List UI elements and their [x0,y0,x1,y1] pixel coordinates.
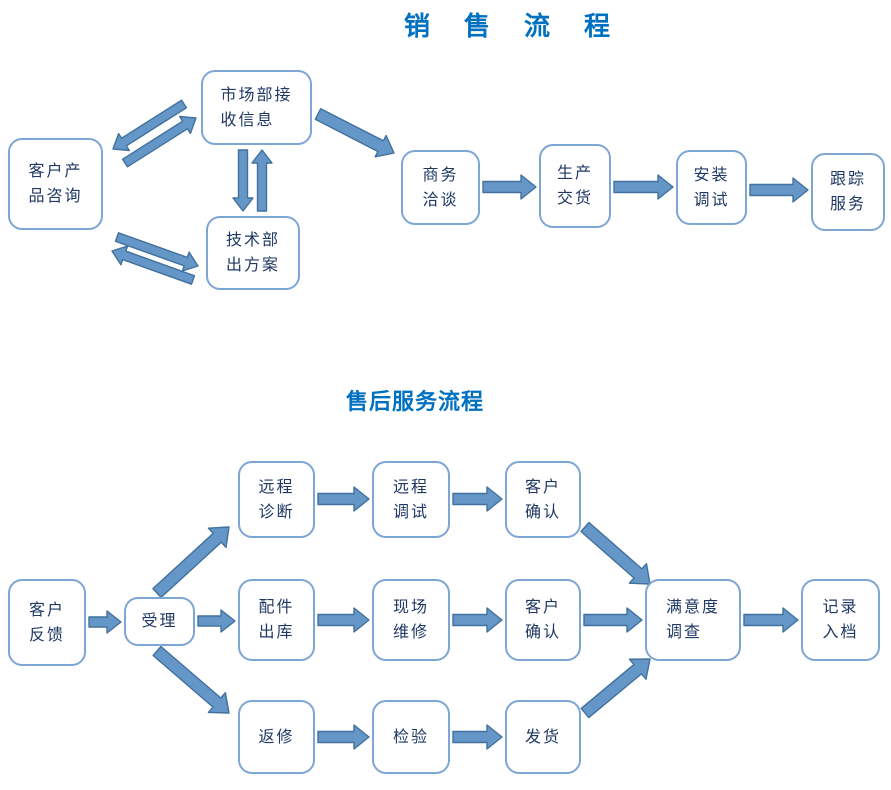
arrow-parts-outbound-to-onsite-repair [317,607,370,633]
arrow-remote-diagnosis-to-remote-debug [317,486,370,512]
arrow-marketing-receive-to-customer-consultation [112,99,188,152]
node-customer-confirm-remote: 客户 确认 [505,461,581,538]
arrow-marketing-receive-to-business-negotiation [314,107,395,158]
node-customer-confirm-onsite: 客户 确认 [505,579,581,661]
node-marketing-receive-label: 市场部接 收信息 [220,84,293,129]
node-installation-debug: 安装 调试 [676,150,747,225]
arrow-customer-consultation-to-marketing-receive [121,115,197,168]
node-onsite-repair: 现场 维修 [372,579,450,661]
node-inspection: 检验 [372,700,450,774]
node-acceptance-label: 受理 [141,611,178,631]
arrow-production-delivery-to-installation-debug [613,174,674,200]
arrow-customer-confirm-onsite-to-satisfaction-survey [583,607,643,633]
arrow-onsite-repair-to-customer-confirm-onsite [452,607,503,633]
node-record-archive: 记录 入档 [801,579,880,661]
arrow-acceptance-to-parts-outbound [197,609,236,633]
node-customer-confirm-remote-label: 客户 确认 [524,476,561,521]
node-business-negotiation-label: 商务 洽谈 [422,164,459,209]
arrow-remote-debug-to-customer-confirm-remote [452,486,503,512]
node-satisfaction-survey: 满意度 调查 [645,579,741,661]
node-technical-solution-label: 技术部 出方案 [225,230,280,274]
node-production-delivery: 生产 交货 [539,144,611,228]
arrow-customer-confirm-remote-to-satisfaction-survey [580,521,651,585]
arrow-technical-solution-to-marketing-receive [251,149,273,212]
arrow-installation-debug-to-tracking-service [749,177,809,203]
node-return-repair-label: 返修 [258,726,295,746]
arrow-return-repair-to-inspection [317,724,370,750]
service-flow-title: 售后服务流程 [346,390,485,415]
node-shipping: 发货 [505,700,581,774]
node-customer-consultation: 客户产 品咨询 [8,138,103,230]
node-production-delivery-label: 生产 交货 [556,163,593,207]
arrow-satisfaction-survey-to-record-archive [743,607,799,633]
node-tracking-service: 跟踪 服务 [811,153,885,231]
node-inspection-label: 检验 [392,726,429,746]
node-installation-debug-label: 安装 调试 [693,164,730,209]
node-shipping-label: 发货 [524,726,561,746]
arrow-technical-solution-to-customer-consultation [111,245,196,285]
node-customer-confirm-onsite-label: 客户 确认 [524,597,561,641]
node-customer-feedback-label: 客户 反馈 [28,599,65,644]
sales-flow-title: 销售流程 [404,12,645,42]
node-remote-debug-label: 远程 调试 [392,476,429,521]
arrow-customer-consultation-to-technical-solution [114,232,199,272]
node-remote-debug: 远程 调试 [372,461,450,538]
node-tracking-service-label: 跟踪 服务 [829,169,866,213]
node-record-archive-label: 记录 入档 [822,597,859,641]
node-satisfaction-survey-label: 满意度 调查 [665,597,720,641]
node-acceptance: 受理 [124,597,195,646]
node-remote-diagnosis: 远程 诊断 [238,461,315,538]
node-parts-outbound-label: 配件 出库 [258,597,295,641]
node-marketing-receive: 市场部接 收信息 [201,70,312,145]
arrow-shipping-to-satisfaction-survey [580,658,651,719]
arrow-customer-feedback-to-acceptance [88,610,122,634]
arrow-acceptance-to-return-repair [152,645,230,714]
arrow-acceptance-to-remote-diagnosis [152,526,230,599]
node-remote-diagnosis-label: 远程 诊断 [258,476,295,521]
node-customer-consultation-label: 客户产 品咨询 [28,161,83,205]
node-parts-outbound: 配件 出库 [238,579,315,661]
node-customer-feedback: 客户 反馈 [8,579,86,666]
node-technical-solution: 技术部 出方案 [206,216,300,290]
arrow-marketing-receive-to-technical-solution [232,149,254,212]
node-onsite-repair-label: 现场 维修 [392,597,429,641]
arrow-inspection-to-shipping [452,724,503,750]
node-return-repair: 返修 [238,700,315,774]
arrow-business-negotiation-to-production-delivery [482,174,537,200]
node-business-negotiation: 商务 洽谈 [401,150,480,225]
